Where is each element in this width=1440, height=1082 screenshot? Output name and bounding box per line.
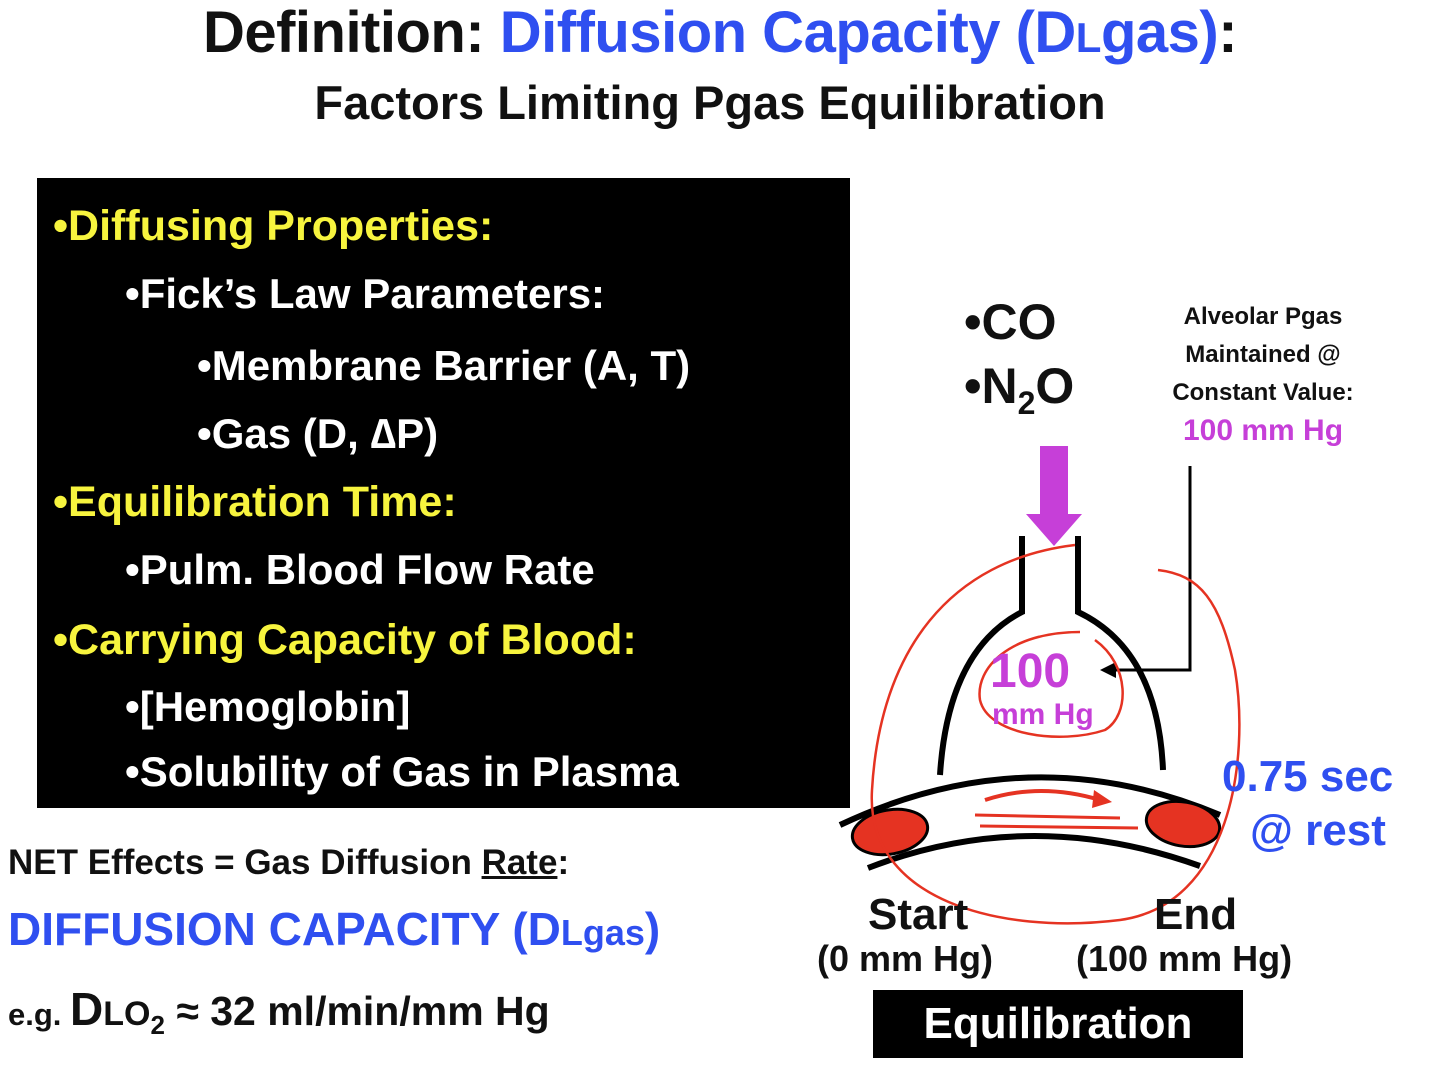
net-effects-text: NET Effects = Gas Diffusion [8, 843, 482, 882]
carrying-capacity-heading: •Carrying Capacity of Blood: [53, 616, 637, 664]
transit-condition: @ rest [1250, 806, 1386, 855]
hand-annotation-loop-small [978, 630, 1124, 738]
dcap-l: L [560, 912, 583, 953]
diffusing-properties-heading: •Diffusing Properties: [53, 202, 494, 250]
dcap-close: ) [644, 903, 661, 955]
blood-flow-item: •Pulm. Blood Flow Rate [125, 546, 595, 593]
equilibration-label: Equilibration [873, 990, 1243, 1058]
gas-n2o-n: •N [964, 358, 1018, 414]
capillary-wall-bottom [866, 833, 1202, 871]
pointer-arrowhead [1100, 662, 1116, 678]
title-suffix: : [1218, 0, 1238, 65]
dcap-gas: gas [582, 912, 645, 953]
pointer-line [1108, 466, 1192, 672]
page-subtitle: Factors Limiting Pgas Equilibration [314, 76, 1106, 129]
end-label: End [1154, 890, 1238, 939]
title-prefix: Definition: [202, 0, 500, 65]
alveolar-note-line-1: Alveolar Pgas [1183, 303, 1343, 330]
dlo2-example: e.g. DLO2 ≈ 32 ml/min/mm Hg [8, 982, 550, 1041]
dlo2-lo: LO [103, 995, 151, 1033]
red-cell-end [1144, 799, 1222, 849]
alveolar-pressure-unit: mm Hg [992, 698, 1094, 731]
title-highlight-close: ) [1199, 0, 1219, 65]
gas-co: •CO [964, 294, 1057, 350]
alveolus-outline [937, 536, 1166, 776]
red-cell-start [850, 807, 930, 857]
net-effects-colon: : [557, 843, 570, 882]
ficks-law-item: •Fick’s Law Parameters: [125, 270, 606, 317]
net-effects-line: NET Effects = Gas Diffusion Rate: [8, 843, 569, 883]
gas-n2o-sub: 2 [1017, 385, 1036, 421]
end-pressure: (100 mm Hg) [1076, 938, 1293, 979]
alveolar-pressure-value: 100 [990, 645, 1071, 698]
dlo2-eg: e.g. [8, 997, 71, 1032]
title-highlight-sub: L [1075, 14, 1102, 61]
dcap-main: DIFFUSION CAPACITY (D [8, 903, 561, 955]
net-effects-rate: Rate [481, 843, 558, 882]
flow-line-2 [979, 824, 1139, 830]
title-highlight-text: Diffusion Capacity (D [499, 0, 1077, 65]
gas-n2o-o: O [1035, 358, 1075, 414]
flow-arrowhead [1092, 790, 1112, 808]
title-highlight-gas: gas [1100, 0, 1200, 65]
equilibration-time-heading: •Equilibration Time: [53, 478, 457, 526]
transit-time: 0.75 sec [1222, 752, 1394, 801]
page-title: Definition: Diffusion Capacity (DLgas): [0, 0, 1440, 71]
hand-annotation-loop-large [870, 543, 1241, 925]
gas-item: •Gas (D, ∆P) [197, 410, 439, 457]
alveolar-note-value: 100 mm Hg [1182, 414, 1344, 447]
dlo2-d: D [70, 983, 104, 1035]
start-label: Start [868, 890, 969, 939]
dlo2-sub: 2 [150, 1010, 165, 1041]
hemoglobin-item: •[Hemoglobin] [125, 683, 411, 730]
membrane-barrier-item: •Membrane Barrier (A, T) [197, 342, 691, 389]
gas-n2o: •N2O [964, 354, 1074, 435]
capillary-wall-top [838, 774, 1222, 828]
alveolar-note-line-2: Maintained @ [1185, 341, 1341, 368]
title-highlight: Diffusion Capacity (DLgas) [499, 0, 1219, 65]
flow-arrow [984, 789, 1101, 802]
dlo2-rest: ≈ 32 ml/min/mm Hg [164, 988, 550, 1034]
alveolar-note-line-3: Constant Value: [1172, 379, 1354, 406]
diffusion-capacity-heading: DIFFUSION CAPACITY (DLgas) [8, 902, 660, 956]
start-pressure: (0 mm Hg) [817, 938, 994, 979]
gas-entry-arrow [1026, 446, 1082, 546]
gas-list: •CO •N2O [964, 290, 1074, 435]
factors-box: •Diffusing Properties: •Fick’s Law Param… [37, 178, 850, 808]
alveolar-note: Alveolar Pgas Maintained @ Constant Valu… [1150, 298, 1376, 450]
flow-line-1 [974, 813, 1121, 820]
solubility-item: •Solubility of Gas in Plasma [125, 748, 679, 795]
